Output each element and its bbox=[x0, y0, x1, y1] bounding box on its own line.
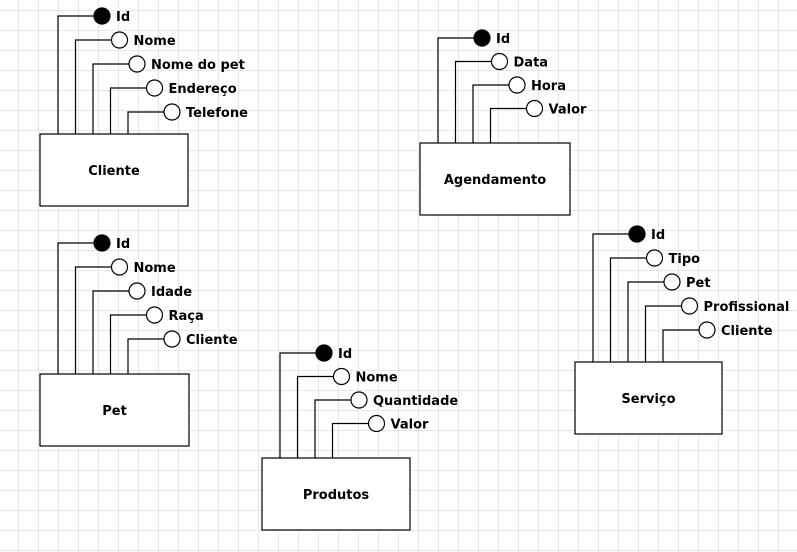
attribute-label-agendamento-data: Data bbox=[514, 56, 549, 71]
entity-servico-box[interactable] bbox=[574, 361, 723, 435]
connector-pet-id bbox=[57, 242, 94, 374]
connector-pet-raca bbox=[109, 314, 147, 374]
attribute-icon-produtos-valor[interactable] bbox=[367, 414, 386, 433]
attribute-icon-agendamento-valor[interactable] bbox=[525, 99, 544, 118]
attribute-label-cliente-endereco: Endereço bbox=[169, 82, 237, 97]
primary-key-icon-produtos[interactable] bbox=[315, 344, 333, 362]
connector-servico-pet bbox=[627, 281, 664, 362]
attribute-label-agendamento-valor: Valor bbox=[549, 103, 588, 118]
connector-cliente-nome bbox=[74, 39, 112, 134]
connector-produtos-id bbox=[279, 352, 316, 458]
attribute-icon-pet-raca[interactable] bbox=[145, 306, 164, 324]
attribute-label-pet-idade: Idade bbox=[151, 285, 192, 300]
connector-cliente-nome-do-pet bbox=[92, 63, 129, 134]
connector-agendamento-id bbox=[437, 37, 474, 143]
connector-pet-cliente bbox=[127, 338, 164, 374]
entity-produtos-name: Produtos bbox=[303, 488, 370, 503]
primary-key-icon-cliente[interactable] bbox=[93, 7, 111, 25]
attribute-label-agendamento-id: Id bbox=[496, 32, 510, 47]
attribute-label-produtos-nome: Nome bbox=[356, 371, 398, 386]
attribute-label-cliente-id: Id bbox=[116, 10, 130, 25]
primary-key-icon-pet[interactable] bbox=[93, 234, 111, 252]
entity-pet-name: Pet bbox=[102, 404, 127, 419]
attribute-icon-servico-cliente[interactable] bbox=[698, 321, 716, 339]
connector-servico-profissional bbox=[644, 305, 682, 362]
attribute-icon-cliente-nome-do-pet[interactable] bbox=[128, 55, 146, 73]
connector-servico-cliente bbox=[662, 329, 699, 362]
primary-key-icon-servico[interactable] bbox=[628, 225, 646, 243]
attribute-label-servico-id: Id bbox=[651, 228, 665, 243]
connector-servico-id bbox=[592, 233, 629, 362]
connector-servico-tipo bbox=[609, 257, 647, 362]
connector-pet-nome bbox=[74, 266, 112, 374]
entity-pet-box[interactable] bbox=[39, 373, 190, 447]
connector-cliente-telefone bbox=[127, 111, 164, 134]
attribute-icon-pet-nome[interactable] bbox=[110, 258, 129, 276]
connector-produtos-valor bbox=[331, 422, 369, 458]
attribute-label-pet-nome: Nome bbox=[134, 261, 176, 276]
primary-key-icon-agendamento[interactable] bbox=[473, 29, 491, 47]
attribute-icon-cliente-nome[interactable] bbox=[110, 31, 129, 49]
connector-pet-idade bbox=[92, 290, 129, 374]
attribute-icon-servico-tipo[interactable] bbox=[645, 249, 664, 267]
attribute-icon-cliente-telefone[interactable] bbox=[163, 103, 181, 121]
entity-agendamento-name: Agendamento bbox=[444, 173, 546, 188]
attribute-icon-produtos-nome[interactable] bbox=[332, 367, 351, 386]
attribute-label-pet-raca: Raça bbox=[169, 309, 204, 324]
attribute-label-agendamento-hora: Hora bbox=[531, 79, 566, 94]
attribute-icon-servico-profissional[interactable] bbox=[680, 297, 699, 315]
attribute-label-servico-tipo: Tipo bbox=[669, 252, 701, 267]
connector-produtos-quantidade bbox=[314, 399, 351, 458]
attribute-icon-agendamento-hora[interactable] bbox=[508, 76, 526, 94]
entity-servico-name: Serviço bbox=[621, 392, 675, 407]
entity-cliente-name: Cliente bbox=[88, 164, 140, 179]
attribute-icon-pet-cliente[interactable] bbox=[163, 330, 181, 348]
attribute-label-servico-profissional: Profissional bbox=[704, 300, 790, 315]
attribute-label-servico-cliente: Cliente bbox=[721, 324, 773, 339]
connector-cliente-endereco bbox=[109, 87, 147, 134]
attribute-label-produtos-quantidade: Quantidade bbox=[373, 394, 458, 409]
entity-produtos-box[interactable] bbox=[261, 457, 411, 531]
connector-agendamento-valor bbox=[489, 107, 527, 143]
attribute-label-cliente-nome-do-pet: Nome do pet bbox=[151, 58, 245, 73]
attribute-label-pet-id: Id bbox=[116, 237, 130, 252]
connector-produtos-nome bbox=[296, 375, 334, 458]
attribute-icon-cliente-endereco[interactable] bbox=[145, 79, 164, 97]
attribute-icon-servico-pet[interactable] bbox=[663, 273, 681, 291]
attribute-label-servico-pet: Pet bbox=[686, 276, 711, 291]
attribute-icon-produtos-quantidade[interactable] bbox=[350, 391, 368, 409]
attribute-label-cliente-nome: Nome bbox=[134, 34, 176, 49]
connector-cliente-id bbox=[57, 15, 94, 134]
entity-agendamento-box[interactable] bbox=[419, 142, 571, 216]
entity-cliente-box[interactable] bbox=[39, 133, 189, 207]
connector-agendamento-data bbox=[454, 60, 492, 143]
attribute-label-cliente-telefone: Telefone bbox=[186, 106, 248, 121]
connector-agendamento-hora bbox=[472, 84, 509, 143]
attribute-label-produtos-valor: Valor bbox=[391, 418, 430, 433]
attribute-icon-agendamento-data[interactable] bbox=[490, 52, 509, 71]
attribute-icon-pet-idade[interactable] bbox=[128, 282, 146, 300]
attribute-label-produtos-id: Id bbox=[338, 347, 352, 362]
attribute-label-pet-cliente: Cliente bbox=[186, 333, 238, 348]
